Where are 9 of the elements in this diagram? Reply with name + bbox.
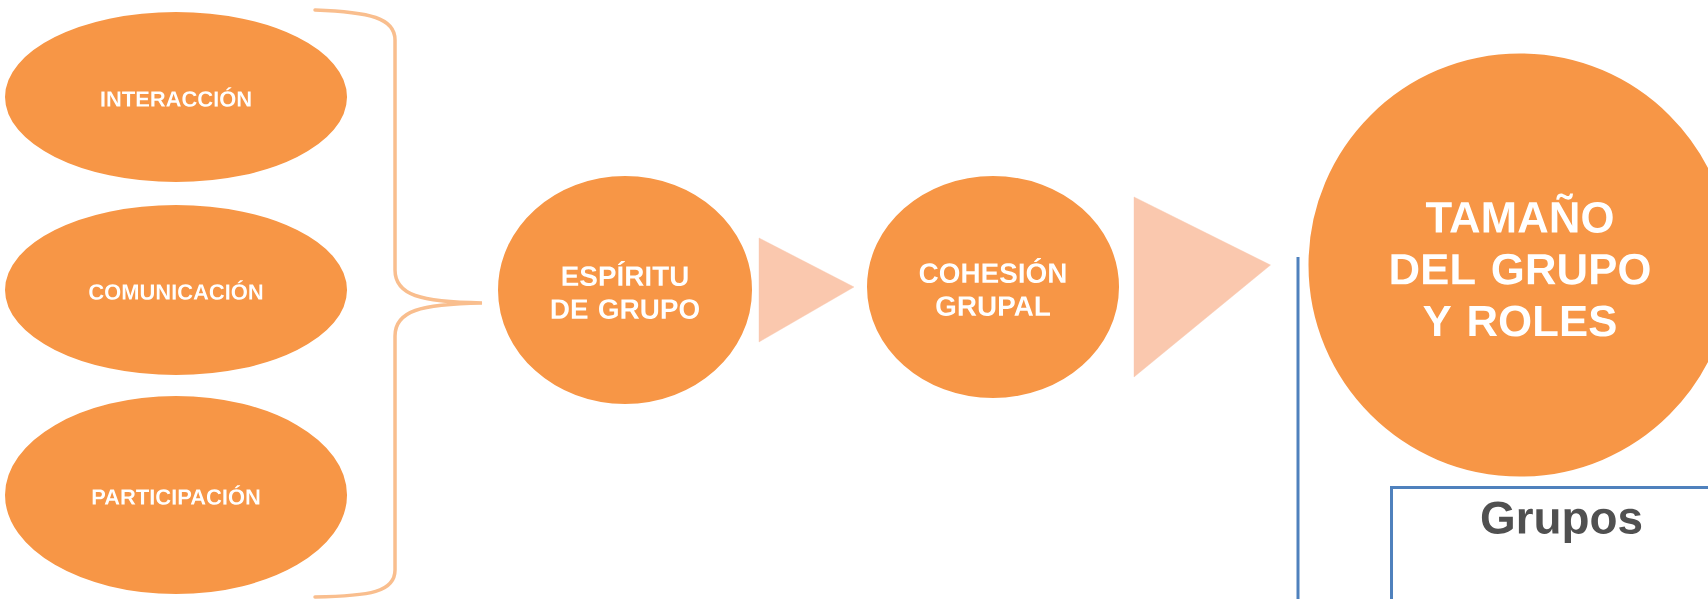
ellipse-node: PARTICIPACIÓN — [3, 394, 349, 596]
circle-node: TAMAÑO DEL GRUPO Y ROLES — [1305, 50, 1708, 480]
ellipse-node: ESPÍRITU DE GRUPO — [496, 174, 754, 406]
ellipse-node: INTERACCIÓN — [3, 10, 349, 184]
chevron-arrow — [1133, 196, 1271, 378]
ellipse-node: COMUNICACIÓN — [3, 203, 349, 377]
title-box: Grupos — [1390, 486, 1708, 599]
ellipse-node: COHESIÓN GRUPAL — [865, 174, 1121, 400]
chevron-arrow — [758, 237, 855, 343]
